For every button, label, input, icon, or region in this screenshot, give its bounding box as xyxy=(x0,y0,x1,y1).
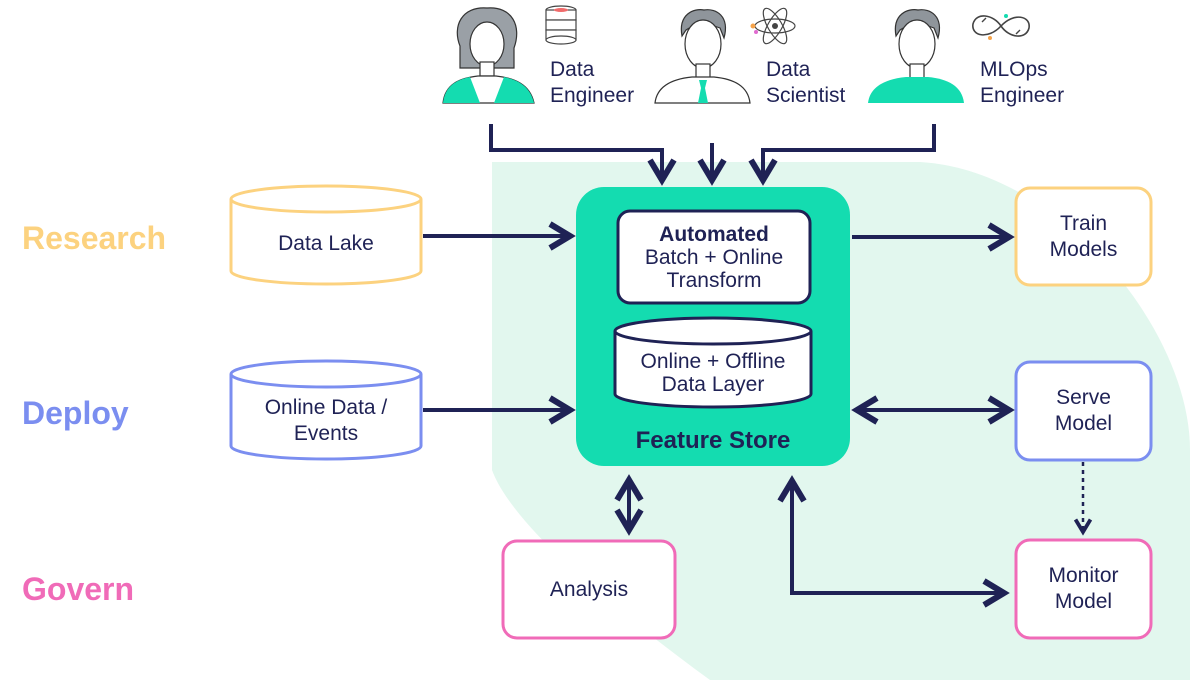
train-models-label: Train Models xyxy=(1049,211,1118,261)
data-lake-label: Data Lake xyxy=(278,232,374,255)
stage-govern-label: Govern xyxy=(22,571,135,607)
online-data-label: Online Data / Events xyxy=(264,396,388,445)
transform-box xyxy=(616,209,812,305)
serve-model-label: Serve Model xyxy=(1054,386,1113,435)
online-data-cylinder xyxy=(229,359,423,461)
data-lake-cylinder xyxy=(229,184,423,286)
arrow-monitor xyxy=(790,486,1010,608)
infinity-icon xyxy=(972,14,1030,40)
train-models-box xyxy=(1014,186,1153,287)
transform-rest-label: Batch + Online Transform xyxy=(644,245,784,292)
data-layer-cylinder xyxy=(613,316,813,409)
transform-label: Automated Batch + Online Transform xyxy=(618,214,810,300)
transform-bold-label: Automated xyxy=(659,222,769,246)
database-icon xyxy=(545,5,577,45)
role-data-engineer: Data Engineer xyxy=(550,58,635,107)
arrow-mlops xyxy=(748,124,936,186)
monitor-model-box xyxy=(1014,538,1153,640)
data-layer-label: Online + Offline Data Layer xyxy=(640,350,786,396)
monitor-model-label: Monitor Model xyxy=(1048,564,1119,613)
analysis-label: Analysis xyxy=(549,577,629,601)
arrow-data-engineer xyxy=(489,124,677,186)
serve-model-box xyxy=(1014,360,1153,462)
role-data-scientist: Data Scientist xyxy=(766,58,846,107)
data-scientist-avatar xyxy=(654,9,751,104)
stage-deploy-label: Deploy xyxy=(22,395,129,431)
role-mlops-engineer: MLOps Engineer xyxy=(980,58,1065,107)
data-engineer-avatar xyxy=(442,7,535,104)
analysis-box xyxy=(501,539,677,640)
feature-store-title: Feature Store xyxy=(635,427,791,454)
stage-research-label: Research xyxy=(22,220,167,256)
mlops-engineer-avatar xyxy=(868,9,964,103)
atom-icon xyxy=(750,7,796,45)
